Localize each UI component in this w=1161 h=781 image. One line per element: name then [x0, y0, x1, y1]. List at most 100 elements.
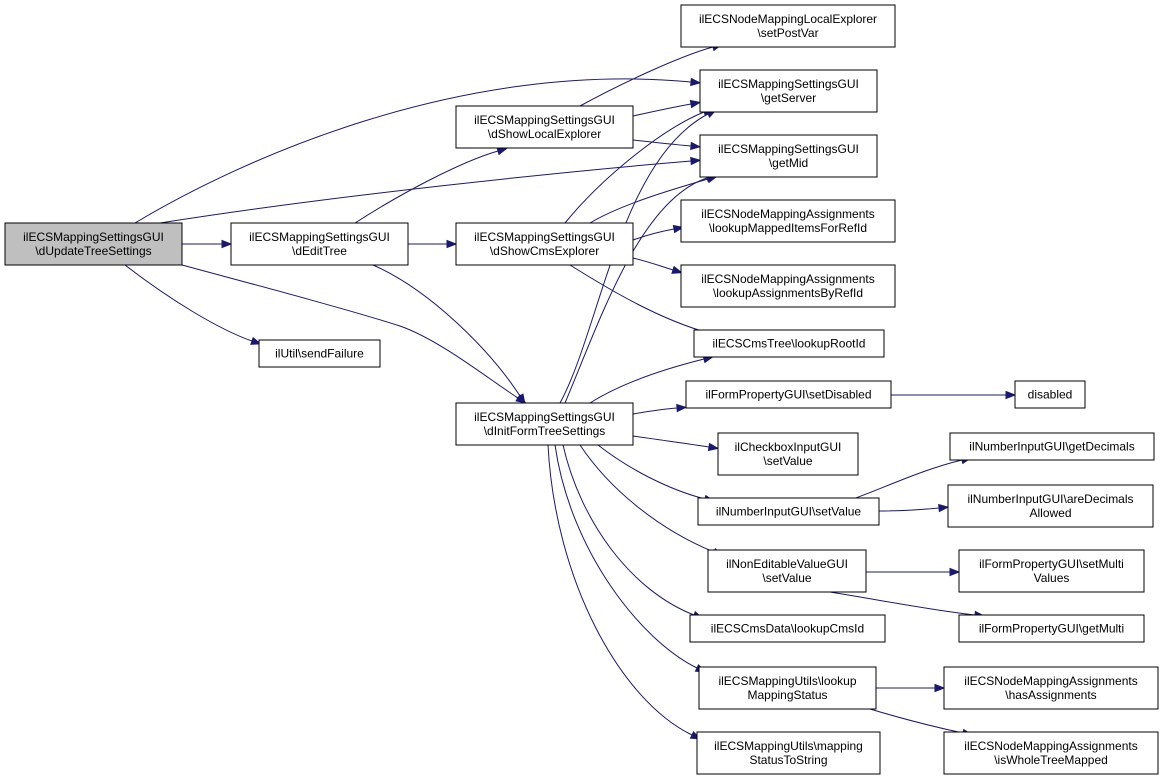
node-lookupRoot[interactable]: ilECSCmsTree\lookupRootId	[693, 329, 885, 358]
node-initForm[interactable]: ilECSMappingSettingsGUI\dInitFormTreeSet…	[455, 402, 634, 446]
node-box	[698, 666, 877, 710]
edge-initForm-to-lookupStatus	[554, 444, 707, 673]
node-box	[455, 105, 634, 149]
arrowhead	[676, 403, 688, 413]
node-label-line: \dShowCmsExplorer	[490, 244, 599, 258]
node-box	[230, 222, 409, 266]
edge-line	[632, 103, 692, 117]
node-label-line: ilECSMappingSettingsGUI	[23, 230, 164, 244]
arrowhead	[221, 239, 233, 249]
arrowhead	[690, 77, 702, 87]
node-label-line: ilNumberInputGUI\setValue	[716, 505, 862, 519]
arrowhead	[707, 442, 720, 452]
node-label-line: \dInitFormTreeSettings	[484, 424, 606, 438]
node-getMid[interactable]: ilECSMappingSettingsGUI\getMid	[699, 134, 878, 178]
node-wholeTree[interactable]: ilECSNodeMappingAssignments\isWholeTreeM…	[943, 731, 1159, 775]
node-updateTree[interactable]: ilECSMappingSettingsGUI\dUpdateTreeSetti…	[4, 222, 183, 266]
edge-line	[569, 264, 713, 335]
arrowhead	[690, 156, 702, 166]
node-label-line: ilUtil\sendFailure	[275, 347, 364, 361]
node-label-line: ilECSNodeMappingAssignments	[701, 272, 874, 286]
node-label-line: ilECSMappingSettingsGUI	[474, 410, 615, 424]
edge-line	[869, 708, 964, 734]
node-label-line: ilECSMappingSettingsGUI	[718, 142, 859, 156]
arrowhead	[446, 239, 458, 249]
node-checkboxSet[interactable]: ilCheckboxInputGUI\setValue	[717, 432, 859, 476]
node-box	[258, 339, 381, 368]
node-box	[455, 222, 634, 266]
node-label-line: \isWholeTreeMapped	[994, 753, 1108, 767]
edge-initForm-to-setDisabled	[632, 403, 688, 415]
node-disabled[interactable]: disabled	[1014, 380, 1086, 409]
node-label-line: Values	[1034, 571, 1070, 585]
node-label-line: \dUpdateTreeSettings	[35, 244, 151, 258]
node-label-line: ilNumberInputGUI\getDecimals	[969, 440, 1134, 454]
node-getDecimals[interactable]: ilNumberInputGUI\getDecimals	[949, 432, 1155, 461]
node-box	[699, 69, 878, 113]
edge-initForm-to-checkboxSet	[632, 435, 720, 452]
node-lookupCmsId[interactable]: ilECSCmsData\lookupCmsId	[689, 614, 886, 643]
node-setPostVar[interactable]: ilECSNodeMappingLocalExplorer\setPostVar	[680, 4, 896, 48]
edge-line	[841, 459, 963, 504]
edges-layer	[124, 43, 1017, 740]
node-box	[680, 199, 896, 243]
node-label-line: ilECSMappingUtils\lookup	[718, 674, 856, 688]
node-nonEditSet[interactable]: ilNonEditableValueGUI\setValue	[707, 549, 867, 593]
edge-line	[562, 444, 695, 616]
arrowhead	[690, 141, 702, 151]
edge-initForm-to-lookupCmsId	[562, 444, 704, 619]
edge-setDisabled-to-disabled	[891, 390, 1017, 400]
edge-line	[372, 264, 521, 397]
node-getMulti[interactable]: ilFormPropertyGUI\getMulti	[958, 614, 1145, 643]
edge-updateTree-to-getServer	[134, 77, 702, 224]
edge-showCms-to-lookupAssign	[632, 257, 683, 274]
node-hasAssign[interactable]: ilECSNodeMappingAssignments\hasAssignmen…	[943, 666, 1159, 710]
node-label-line: ilECSNodeMappingLocalExplorer	[699, 12, 877, 26]
edge-initForm-to-statusToString	[547, 444, 702, 740]
arrowhead	[496, 147, 508, 156]
node-box	[680, 4, 896, 48]
node-box	[1014, 380, 1086, 409]
node-label-line: ilCheckboxInputGUI	[735, 440, 842, 454]
arrowhead	[671, 265, 683, 274]
node-label-line: \lookupMappedItemsForRefId	[709, 221, 867, 235]
node-showCms[interactable]: ilECSMappingSettingsGUI\dShowCmsExplorer	[455, 222, 634, 266]
edge-line	[124, 264, 253, 342]
node-box	[707, 549, 867, 593]
arrowhead	[934, 683, 946, 693]
node-setDisabled[interactable]: ilFormPropertyGUI\setDisabled	[685, 380, 892, 409]
node-lookupAssign[interactable]: ilECSNodeMappingAssignments\lookupAssign…	[680, 264, 896, 308]
node-getServer[interactable]: ilECSMappingSettingsGUI\getServer	[699, 69, 878, 113]
node-showLocal[interactable]: ilECSMappingSettingsGUI\dShowLocalExplor…	[455, 105, 634, 149]
node-box	[947, 484, 1154, 528]
node-label-line: ilECSNodeMappingAssignments	[701, 207, 874, 221]
node-label-line: ilECSMappingUtils\mapping	[714, 739, 863, 753]
edge-showCms-to-lookupMapped	[632, 224, 685, 241]
node-sendFailure[interactable]: ilUtil\sendFailure	[258, 339, 381, 368]
edge-showLocal-to-getServer	[632, 99, 702, 117]
edge-line	[632, 435, 710, 448]
edge-line	[632, 228, 675, 241]
node-numberSet[interactable]: ilNumberInputGUI\setValue	[697, 497, 880, 526]
node-label-line: MappingStatus	[747, 688, 827, 702]
node-lookupMapped[interactable]: ilECSNodeMappingAssignments\lookupMapped…	[680, 199, 896, 243]
edge-line	[564, 177, 708, 404]
edge-line	[547, 444, 693, 736]
node-box	[689, 614, 886, 643]
edge-editTree-to-showCms	[408, 239, 458, 249]
node-label-line: ilFormPropertyGUI\setMulti	[979, 557, 1124, 571]
node-label-line: \getMid	[769, 156, 808, 170]
node-label-line: ilECSMappingSettingsGUI	[474, 230, 615, 244]
node-box	[949, 432, 1155, 461]
node-box	[943, 666, 1159, 710]
edge-line	[564, 111, 705, 224]
edge-line	[159, 160, 692, 224]
arrowhead	[1005, 390, 1017, 400]
node-editTree[interactable]: ilECSMappingSettingsGUI\dEditTree	[230, 222, 409, 266]
node-label-line: \setValue	[763, 454, 812, 468]
node-box	[696, 731, 881, 775]
